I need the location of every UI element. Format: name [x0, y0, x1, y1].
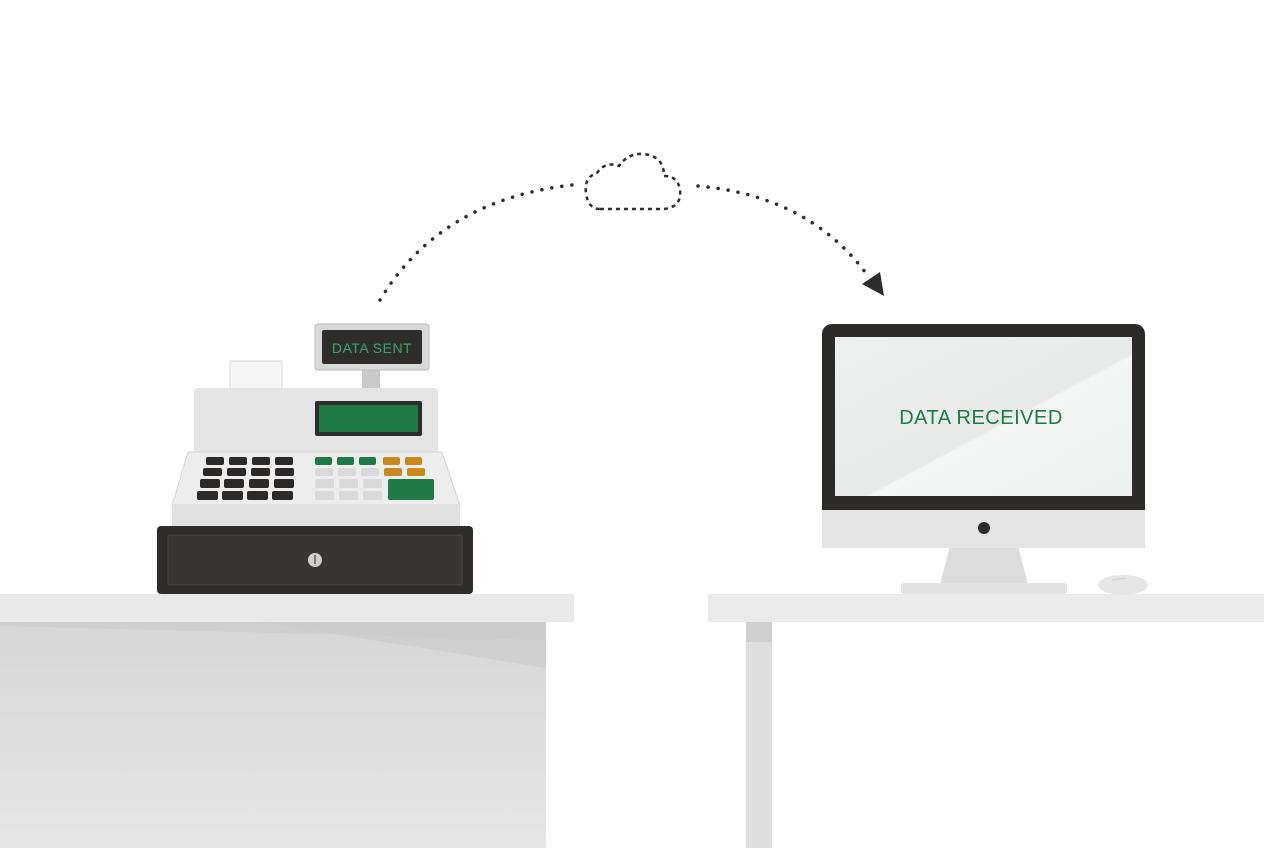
- key: [384, 468, 402, 476]
- pole-display-text: DATA SENT: [332, 340, 412, 356]
- key: [359, 457, 376, 465]
- key: [315, 457, 332, 465]
- key: [407, 468, 425, 476]
- left-desk: [0, 594, 574, 848]
- dotted-path-right: [696, 184, 870, 278]
- monitor-screen-text: DATA RECEIVED: [899, 407, 1063, 429]
- register-function-keys: [315, 457, 434, 500]
- key: [315, 479, 334, 488]
- register-main-display-screen: [319, 405, 418, 432]
- right-desk-leg-shadow: [746, 622, 772, 642]
- key: [224, 479, 244, 488]
- key: [197, 491, 218, 500]
- key: [206, 457, 224, 465]
- key: [272, 491, 293, 500]
- key: [222, 491, 243, 500]
- mouse-divider: [1111, 577, 1127, 581]
- enter-key: [388, 479, 434, 500]
- cloud-icon: [584, 152, 682, 211]
- key: [247, 491, 268, 500]
- arrow-down-right-icon: [862, 272, 884, 296]
- register-numeric-keys: [197, 457, 294, 500]
- right-desk-leg: [746, 622, 772, 848]
- key: [315, 491, 334, 500]
- monitor-screen: [835, 337, 1132, 496]
- desktop-monitor: DATA RECEIVED: [822, 324, 1145, 594]
- key: [275, 468, 294, 476]
- key: [252, 457, 270, 465]
- transfer-path: [378, 152, 884, 302]
- key: [405, 457, 422, 465]
- key: [274, 479, 294, 488]
- monitor-bezel-bottom: [822, 500, 1145, 510]
- dotted-path-left: [378, 183, 574, 302]
- register-base: [172, 504, 460, 526]
- key: [363, 479, 382, 488]
- key: [315, 468, 333, 476]
- monitor-camera-icon: [978, 522, 990, 534]
- key: [229, 457, 247, 465]
- mouse: [1098, 575, 1148, 595]
- right-desk: [708, 594, 1264, 848]
- key: [337, 457, 354, 465]
- monitor-stand-base: [901, 583, 1067, 594]
- monitor-stand-neck: [940, 546, 1028, 584]
- pole-display-stand: [362, 368, 380, 390]
- key: [339, 479, 358, 488]
- key: [200, 479, 220, 488]
- right-desk-top: [708, 594, 1264, 622]
- key: [203, 468, 222, 476]
- pole-display-screen: [322, 330, 422, 364]
- key: [338, 468, 356, 476]
- key: [361, 468, 379, 476]
- left-desk-shade: [260, 622, 546, 668]
- key: [363, 491, 382, 500]
- key: [249, 479, 269, 488]
- cash-register: DATA SENT: [157, 323, 473, 594]
- key: [251, 468, 270, 476]
- drawer-lock-keyhole: [314, 555, 316, 564]
- key: [339, 491, 358, 500]
- key: [227, 468, 246, 476]
- key: [383, 457, 400, 465]
- key: [275, 457, 293, 465]
- left-desk-front: [0, 622, 546, 848]
- left-desk-top: [0, 594, 574, 622]
